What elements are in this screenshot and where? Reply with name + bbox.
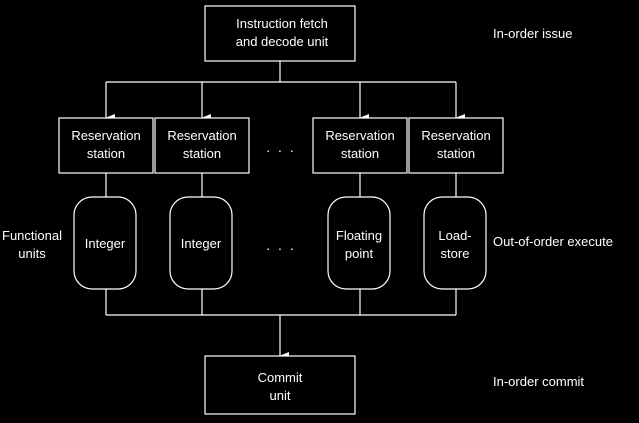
reservation-station-3-label: Reservation [325,128,394,143]
functional-unit-load-store: Load- store [423,196,487,290]
reservation-station-1: Reservation station [58,117,154,174]
reservation-station-4-sublabel: station [437,146,475,161]
functional-units-label-line1: Functional [2,228,62,243]
commit-unit: Commit unit [204,355,356,415]
reservation-station-2: Reservation station [154,117,250,174]
in-order-issue-label: In-order issue [493,26,572,41]
functional-unit-3-label: Floating [336,228,382,243]
functional-unit-floating-point: Floating point [327,196,391,290]
reservation-station-1-sublabel: station [87,146,125,161]
reservation-station-2-label: Reservation [167,128,236,143]
functional-unit-2-label: Integer [181,236,222,251]
reservation-station-2-sublabel: station [183,146,221,161]
reservation-station-4-label: Reservation [421,128,490,143]
functional-unit-integer-2: Integer [169,196,233,290]
functional-units-label-line2: units [18,246,46,261]
functional-unit-4-sublabel: store [441,246,470,261]
reservation-station-3-sublabel: station [341,146,379,161]
ellipsis-units: . . . [266,237,295,253]
commit-unit-label-line1: Commit [258,370,303,385]
ellipsis-stations: . . . [266,139,295,155]
in-order-commit-label: In-order commit [493,374,584,389]
reservation-station-1-label: Reservation [71,128,140,143]
commit-unit-label-line2: unit [270,388,291,403]
fetch-unit-label-line2: and decode unit [236,34,329,49]
functional-unit-integer-1: Integer [73,196,137,290]
reservation-station-3: Reservation station [312,117,408,174]
fetch-unit-label-line1: Instruction fetch [236,16,328,31]
reservation-station-4: Reservation station [408,117,504,174]
commit-connectors [105,289,457,360]
instruction-fetch-decode-unit: Instruction fetch and decode unit [204,5,356,62]
functional-unit-4-label: Load- [438,228,471,243]
issue-connectors [105,61,465,122]
out-of-order-execute-label: Out-of-order execute [493,234,613,249]
station-to-unit-connectors [105,173,457,197]
functional-unit-1-label: Integer [85,236,126,251]
functional-unit-3-sublabel: point [345,246,374,261]
